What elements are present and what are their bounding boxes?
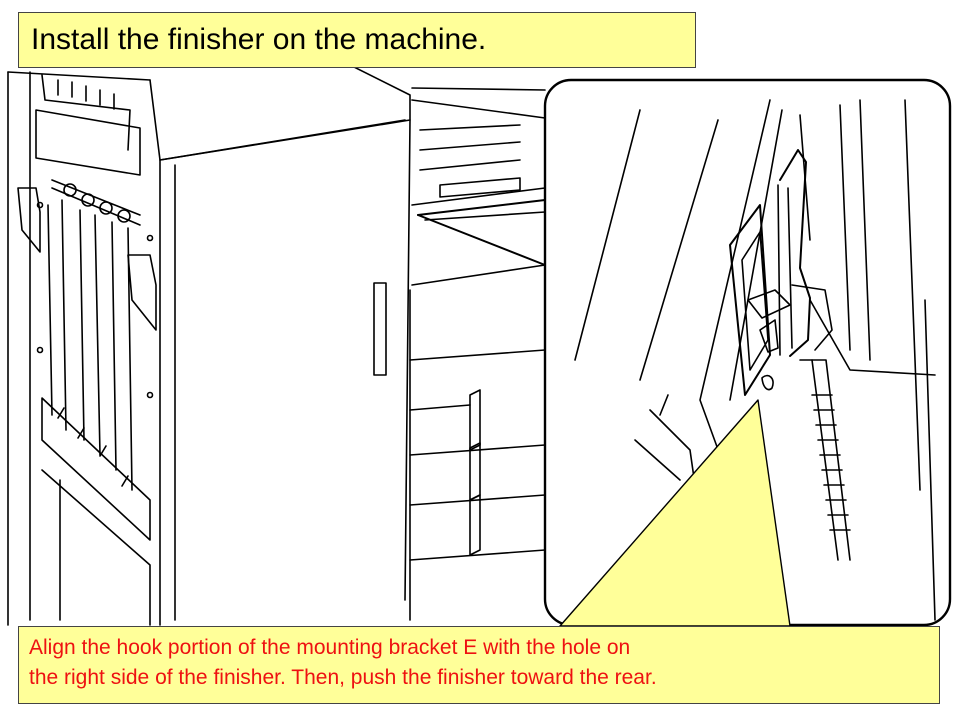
copier-unit (409, 87, 546, 621)
finisher-unit (7, 39, 411, 626)
instruction-line-1: Align the hook portion of the mounting b… (29, 636, 631, 659)
instruction-line-2: the right side of the finisher. Then, pu… (29, 666, 657, 689)
slide-title-text: Install the finisher on the machine. (31, 23, 487, 56)
slide-title: Install the finisher on the machine. (18, 12, 696, 68)
instruction-note: Align the hook portion of the mounting b… (18, 626, 940, 704)
mounting-bracket-detail (574, 99, 936, 621)
